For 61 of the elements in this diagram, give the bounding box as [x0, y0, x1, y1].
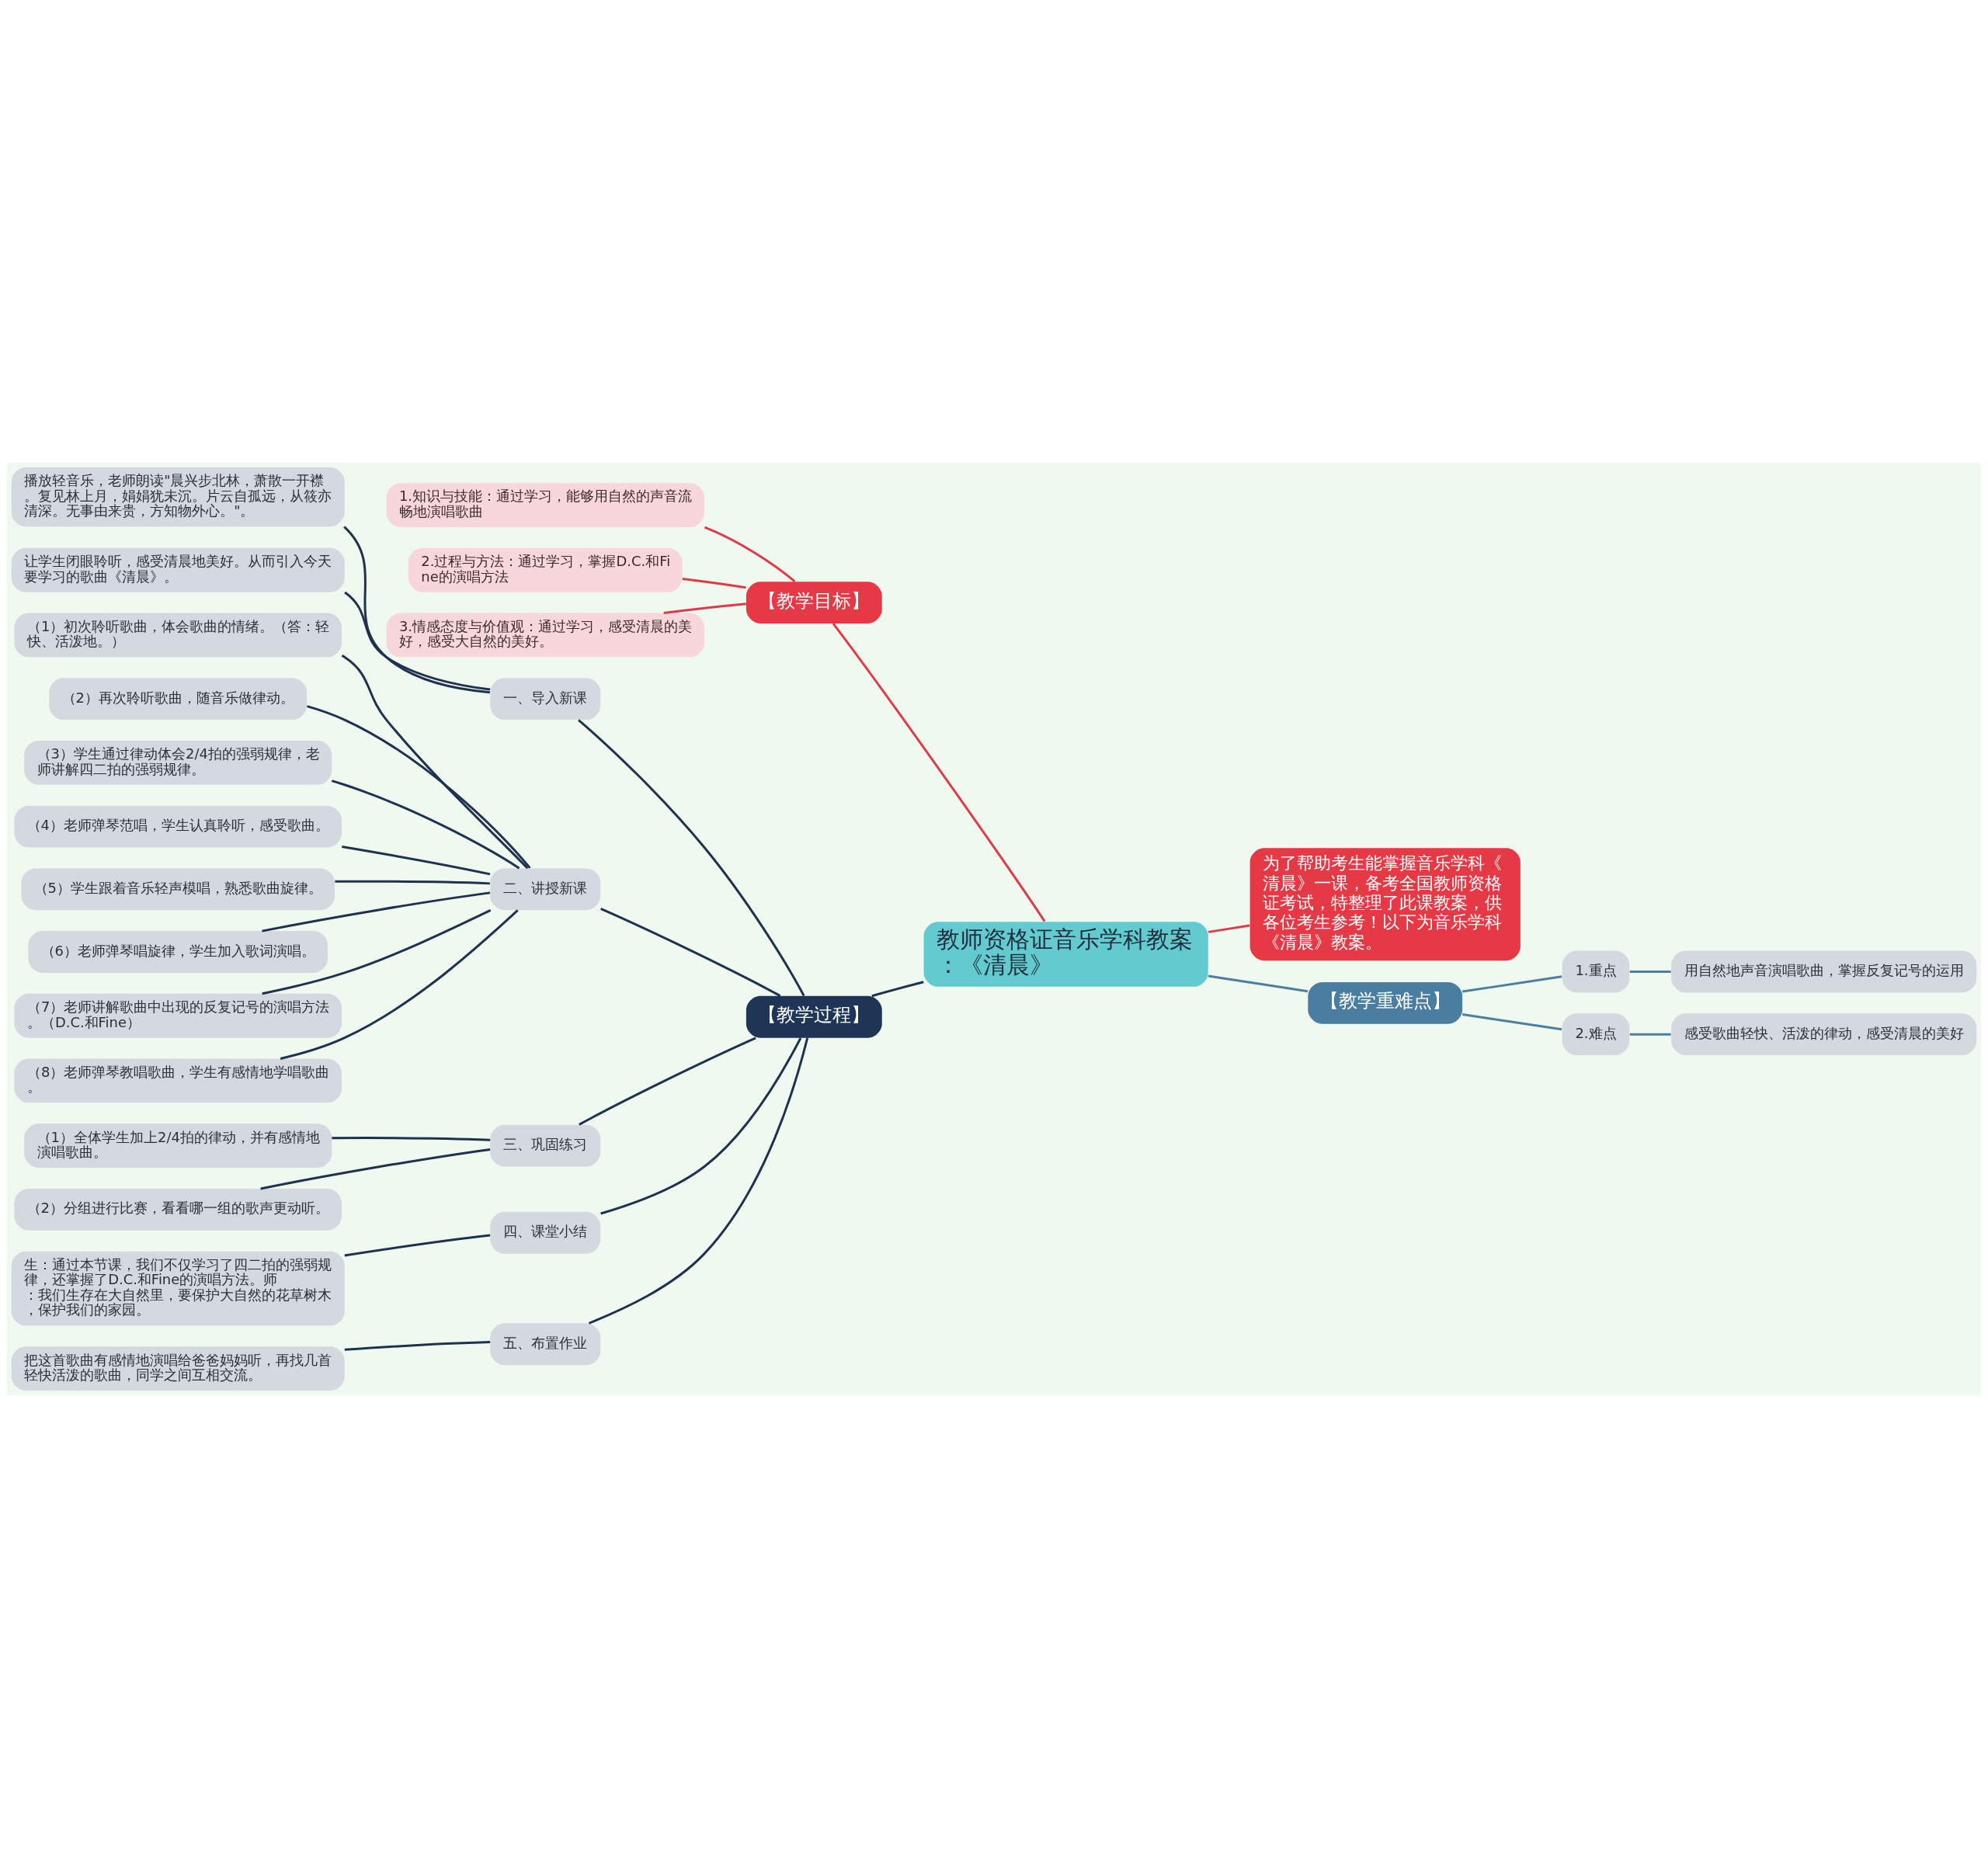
- connector: [342, 846, 491, 876]
- connector: [588, 1037, 809, 1325]
- node-box: 三、巩固练习: [490, 1124, 601, 1167]
- connector: [341, 654, 529, 870]
- node-box: （2）再次聆听歌曲，随音乐做律动。: [49, 678, 308, 721]
- node-box: （1）初次聆听歌曲，体会歌曲的情绪。（答：轻快、活泼地。）: [14, 613, 342, 658]
- connector: [262, 891, 491, 932]
- node-box: 教师资格证音乐学科教案：《清晨》: [923, 922, 1208, 987]
- connector: [871, 981, 924, 998]
- node-box: （1）全体学生加上2/4拍的律动，并有感情地演唱歌曲。: [24, 1123, 332, 1169]
- connector: [335, 880, 490, 885]
- node-box: 感受歌曲轻快、活泼的律动，感受清晨的美好: [1671, 1013, 1977, 1056]
- node-box: 3.情感态度与价值观：通过学习，感受清晨的美好，感受大自然的美好。: [386, 613, 705, 658]
- node-box: （5）学生跟着音乐轻声模唱，熟悉歌曲旋律。: [21, 868, 335, 911]
- node-box: 用自然地声音演唱歌曲，掌握反复记号的运用: [1671, 950, 1977, 993]
- connector: [1462, 975, 1562, 993]
- node-box: 【教学重难点】: [1308, 981, 1463, 1024]
- node-box: （7）老师讲解歌曲中出现的反复记号的演唱方法。（D.C.和Fine）: [14, 993, 342, 1038]
- node-box: 一、导入新课: [490, 678, 601, 721]
- node-box: 1.知识与技能：通过学习，能够用自然的声音流畅地演唱歌曲: [386, 483, 705, 527]
- node-box: （4）老师弹琴范唱，学生认真聆听，感受歌曲。: [14, 805, 342, 848]
- node-box: （6）老师弹琴唱旋律，学生加入歌词演唱。: [28, 931, 328, 973]
- node-box: （3）学生通过律动体会2/4拍的强弱规律，老师讲解四二拍的强弱规律。: [24, 741, 332, 785]
- connector: [600, 1037, 802, 1215]
- node-box: 2.过程与方法：通过学习，掌握D.C.和Fine的演唱方法: [408, 547, 683, 592]
- node-box: 把这首歌曲有感情地演唱给爸爸妈妈听，再找几首轻快活泼的歌曲，同学之间互相交流。: [11, 1346, 345, 1391]
- node-box: 【教学目标】: [746, 582, 882, 623]
- connector: [1208, 974, 1309, 993]
- node-box: 【教学过程】: [746, 995, 882, 1038]
- node-box: 二、讲授新课: [490, 868, 601, 911]
- connector: [600, 908, 781, 997]
- node-box: 生：通过本节课，我们不仅学习了四二拍的强弱规律，还掌握了D.C.和Fine的演唱方法。师：我们生存在大自然里，要保护大自然的花草树木，保护我们的家园。: [11, 1251, 345, 1326]
- connector: [344, 1340, 491, 1351]
- connector: [663, 603, 746, 614]
- connector: [832, 623, 1046, 922]
- connector: [682, 578, 746, 589]
- node-box: 五、布置作业: [490, 1323, 601, 1366]
- node-box: 1.重点: [1562, 950, 1630, 993]
- connector: [1462, 1013, 1562, 1031]
- connector: [307, 705, 531, 869]
- connector: [1629, 970, 1671, 973]
- connector: [578, 719, 805, 997]
- node-box: （2）分组进行比赛，看看哪一组的歌声更动听。: [14, 1188, 342, 1231]
- node-box: 四、课堂小结: [490, 1211, 601, 1254]
- connector: [343, 526, 490, 694]
- connector: [280, 909, 519, 1060]
- connector: [344, 1234, 491, 1257]
- connector: [704, 526, 796, 583]
- node-box: （8）老师弹琴教唱歌曲，学生有感情地学唱歌曲。: [14, 1058, 342, 1103]
- connector: [344, 591, 491, 691]
- node-box: 为了帮助考生能掌握音乐学科《清晨》一课，备考全国教师资格证考试，特整理了此课教案，供各位考生参考！以下为音乐学科《清晨》教案。: [1249, 848, 1521, 961]
- connector: [262, 908, 492, 995]
- node-box: 播放轻音乐，老师朗读"晨兴步北林，萧散一开襟。复见林上月，娟娟犹未沉。片云自孤远，从筱亦清深。无事由来贵，方知物外心。"。: [11, 467, 345, 527]
- node-box: 让学生闭眼聆听，感受清晨地美好。从而引入今天要学习的歌曲《清晨》。: [11, 547, 345, 592]
- connector: [1208, 924, 1250, 933]
- connector: [332, 1137, 491, 1141]
- connector: [1629, 1033, 1671, 1036]
- connector: [579, 1037, 756, 1126]
- connector: [260, 1148, 491, 1190]
- connector: [331, 780, 520, 870]
- node-box: 2.难点: [1562, 1013, 1630, 1056]
